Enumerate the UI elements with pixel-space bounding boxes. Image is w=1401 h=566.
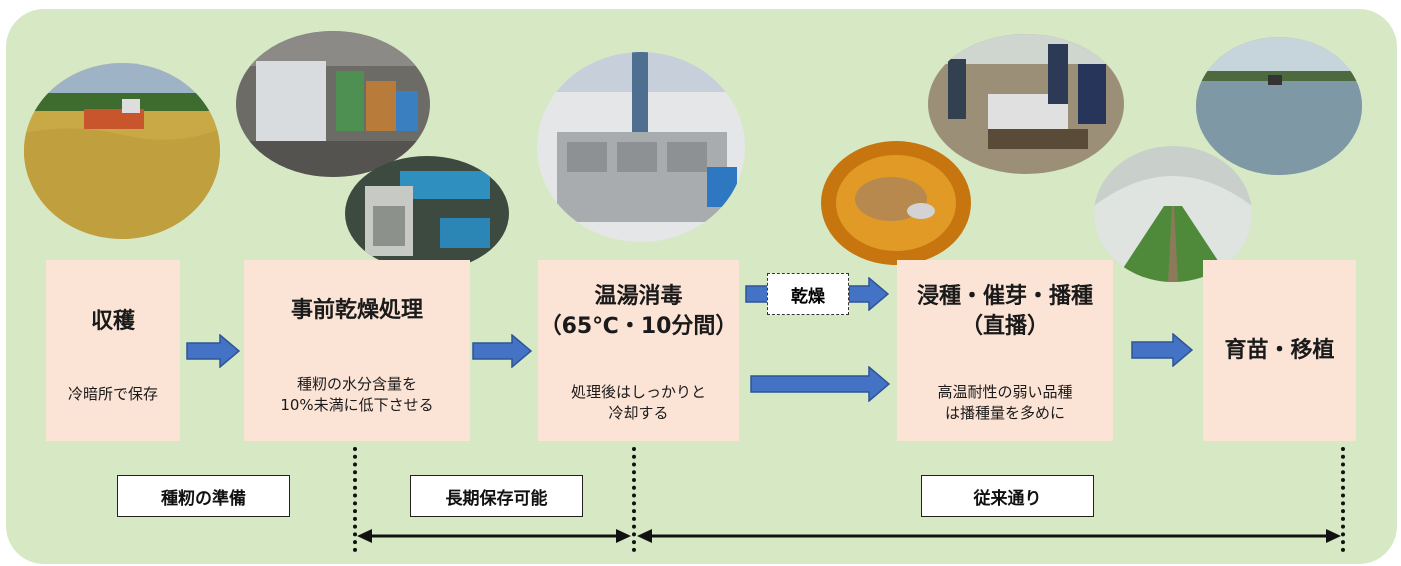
boundary-line-2 bbox=[632, 447, 636, 552]
step-predry-box: 事前乾燥処理 種籾の水分含量を 10%未満に低下させる bbox=[244, 260, 470, 441]
step-raise-title: 育苗・移植 bbox=[1224, 337, 1335, 363]
step-predry-desc-line1: 種籾の水分含量を bbox=[296, 375, 417, 393]
step-harvest-desc: 冷暗所で保存 bbox=[67, 385, 158, 403]
boundary-line-3 bbox=[1341, 447, 1345, 552]
arrow-hotwater-to-dry bbox=[745, 285, 769, 303]
step-hotwater-title-line2: （65℃・10分間） bbox=[539, 314, 738, 339]
seeding-work-photo bbox=[928, 34, 1124, 174]
arrow-harvest-to-predry bbox=[186, 334, 240, 368]
step-hotwater-title-line1: 温湯消毒 bbox=[594, 284, 683, 309]
phase-long-storage-label: 長期保存可能 bbox=[410, 475, 583, 517]
drying-facility-photo bbox=[236, 31, 430, 177]
hot-water-disinfection-machine-photo bbox=[537, 52, 745, 242]
arrow-dry-to-soak bbox=[849, 277, 889, 311]
phase-conventional-label: 従来通り bbox=[921, 475, 1094, 517]
greenhouse-seedlings-photo bbox=[1094, 146, 1252, 282]
paddy-transplanting-photo bbox=[1196, 37, 1362, 175]
step-soak-desc-line2: は播種量を多めに bbox=[944, 404, 1065, 422]
step-hotwater-box: 温湯消毒 （65℃・10分間） 処理後はしっかりと 冷却する bbox=[538, 260, 739, 441]
step-predry-title: 事前乾燥処理 bbox=[290, 298, 423, 323]
phase-seed-prep-label: 種籾の準備 bbox=[117, 475, 290, 517]
dry-label: 乾燥 bbox=[767, 273, 849, 315]
seed-soaking-photo bbox=[821, 141, 971, 265]
arrow-predry-to-hotwater bbox=[472, 334, 532, 368]
arrow-hotwater-to-soak bbox=[750, 366, 890, 402]
arrow-soak-to-raise bbox=[1131, 333, 1193, 367]
step-harvest-title: 収穫 bbox=[90, 309, 135, 334]
step-hotwater-desc-line2: 冷却する bbox=[608, 404, 669, 422]
rice-harvest-photo bbox=[24, 63, 220, 239]
step-soak-desc-line1: 高温耐性の弱い品種 bbox=[937, 383, 1073, 401]
boundary-line-1 bbox=[353, 447, 357, 552]
range-arrow-conventional bbox=[637, 529, 1341, 543]
step-hotwater-desc-line1: 処理後はしっかりと bbox=[570, 383, 706, 401]
step-soak-box: 浸種・催芽・播種 （直播） 高温耐性の弱い品種 は播種量を多めに bbox=[897, 260, 1113, 441]
step-predry-desc-line2: 10%未満に低下させる bbox=[280, 396, 434, 414]
drying-machine-photo bbox=[345, 156, 509, 271]
step-soak-title-line1: 浸種・催芽・播種 bbox=[916, 284, 1093, 309]
step-soak-title-line2: （直播） bbox=[960, 314, 1049, 339]
step-harvest-box: 収穫 冷暗所で保存 bbox=[46, 260, 180, 441]
step-raise-box: 育苗・移植 bbox=[1203, 260, 1356, 441]
range-arrow-long-storage bbox=[357, 529, 631, 543]
